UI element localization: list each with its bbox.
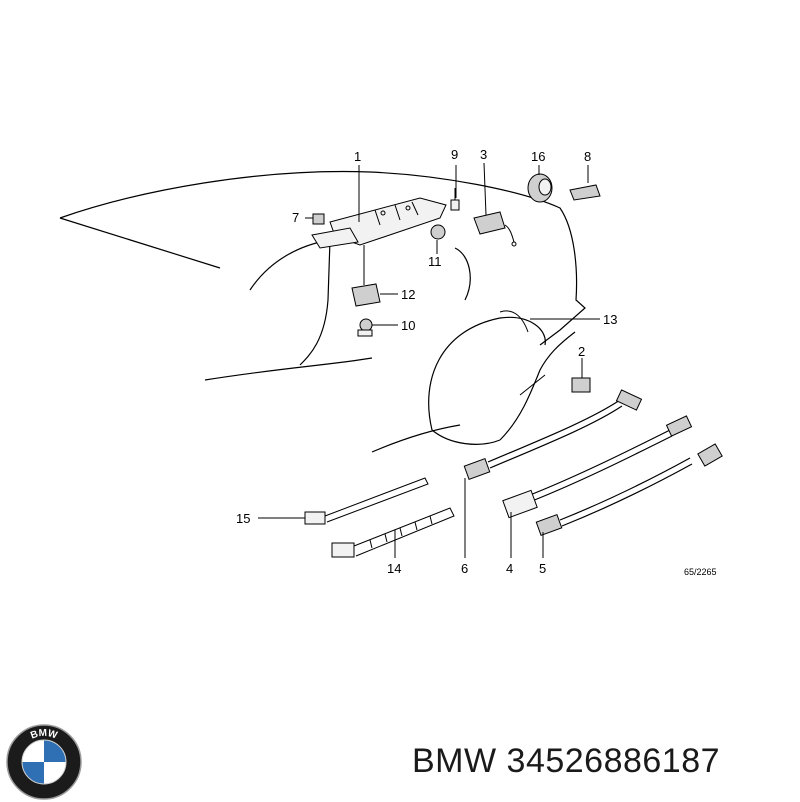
part-13-trim (499, 310, 529, 333)
part-8-pad (569, 184, 601, 201)
wheel-arch (428, 316, 576, 445)
part-11-nut (430, 224, 446, 240)
callout-5: 5 (539, 561, 546, 576)
callout-6: 6 (461, 561, 468, 576)
sensor-cable-6 (463, 389, 643, 480)
callout-13: 13 (603, 312, 617, 327)
part-caption: BMW 34526886187 (412, 742, 721, 780)
callout-10: 10 (401, 318, 415, 333)
logo-letters: BMW (29, 728, 59, 742)
callout-1: 1 (354, 149, 361, 164)
sensor-cable-5 (535, 443, 723, 536)
part-16-buzzer (527, 173, 553, 203)
part-7-clip (312, 213, 325, 225)
callout-11: 11 (428, 254, 442, 269)
callout-9: 9 (451, 147, 458, 162)
part-3-control-unit (473, 211, 517, 247)
callout-16: 16 (531, 149, 545, 164)
part-10-screw (357, 318, 373, 337)
part-12-holder (351, 283, 381, 307)
leader-lines (258, 162, 600, 558)
bmw-logo-icon: BMW (6, 724, 82, 800)
callout-7: 7 (292, 210, 299, 225)
callout-14: 14 (387, 561, 401, 576)
diagram-reference-code: 65/2265 (684, 567, 717, 577)
cable-tie-15 (304, 477, 429, 525)
callout-15: 15 (236, 511, 250, 526)
part-9-screw (450, 188, 460, 211)
sensor-cable-4 (502, 415, 693, 519)
callout-12: 12 (401, 287, 415, 302)
callout-8: 8 (584, 149, 591, 164)
bracket-part (311, 197, 447, 249)
part-2-clip (571, 377, 591, 393)
callout-3: 3 (480, 147, 487, 162)
car-body-outline (59, 170, 586, 453)
callout-4: 4 (506, 561, 513, 576)
cable-tie-14 (331, 507, 455, 558)
callout-2: 2 (578, 344, 585, 359)
svg-text:BMW: BMW (29, 728, 59, 742)
